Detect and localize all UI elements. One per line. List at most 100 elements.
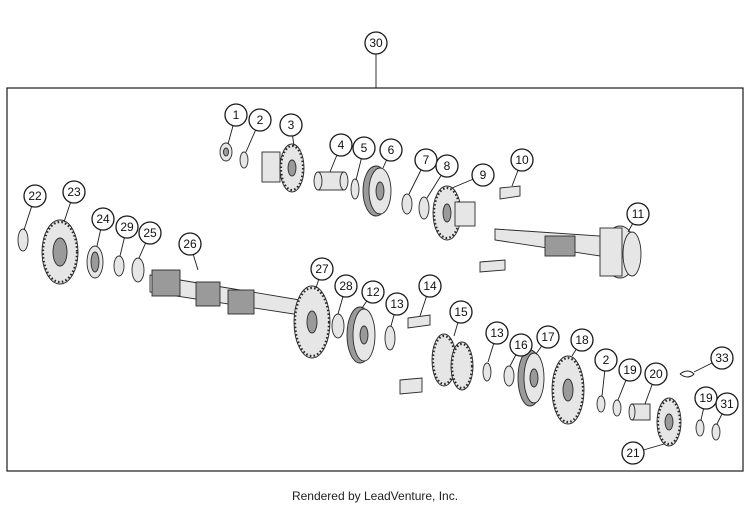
svg-text:29: 29 (120, 220, 134, 234)
callout-22[interactable]: 22 (23, 184, 47, 208)
callout-23[interactable]: 23 (62, 180, 86, 204)
callout-7[interactable]: 7 (414, 148, 438, 172)
part-6-gear (362, 165, 392, 217)
part-12-gear (346, 306, 376, 364)
svg-text:27: 27 (315, 262, 329, 276)
svg-text:4: 4 (338, 138, 345, 152)
svg-text:14: 14 (423, 279, 437, 293)
svg-text:3: 3 (288, 118, 295, 132)
svg-text:11: 11 (632, 207, 645, 221)
callout-18[interactable]: 18 (570, 328, 594, 352)
part-5-washer (350, 178, 360, 200)
part-29-o-ring (113, 255, 125, 277)
part-20-bushing (628, 403, 651, 421)
callout-27[interactable]: 27 (310, 257, 334, 281)
callout-13b[interactable]: 13 (485, 321, 509, 345)
svg-text:5: 5 (361, 141, 368, 155)
part-2-washer (239, 151, 249, 169)
callout-15[interactable]: 15 (449, 300, 473, 324)
callout-9[interactable]: 9 (471, 163, 495, 187)
callout-19[interactable]: 19 (618, 358, 642, 382)
part-21-gear (656, 397, 682, 447)
footer-credit: Rendered by LeadVenture, Inc. (291, 489, 459, 503)
svg-text:12: 12 (366, 285, 380, 299)
svg-text:24: 24 (96, 212, 110, 226)
callout-10[interactable]: 10 (510, 148, 534, 172)
svg-text:6: 6 (388, 143, 395, 157)
part-19-washer (612, 399, 622, 417)
callout-6[interactable]: 6 (379, 138, 403, 162)
part-18-gear (551, 355, 585, 425)
part-4-bushing (313, 171, 349, 191)
callout-21[interactable]: 21 (621, 441, 645, 465)
part-10-needle-bearing (479, 185, 521, 273)
svg-text:21: 21 (626, 446, 640, 460)
part-1-nut (219, 142, 233, 162)
part-13b-washer (482, 362, 492, 382)
callout-14[interactable]: 14 (418, 274, 442, 298)
callout-13[interactable]: 13 (385, 292, 409, 316)
svg-text:13: 13 (390, 297, 404, 311)
part-22-circlip (17, 228, 29, 252)
svg-text:26: 26 (183, 237, 197, 251)
parts-illustration (17, 142, 721, 447)
callout-4[interactable]: 4 (329, 133, 353, 157)
svg-text:19: 19 (699, 391, 713, 405)
callout-29[interactable]: 29 (115, 215, 139, 239)
part-2b-washer (596, 395, 606, 413)
callout-19b[interactable]: 19 (694, 386, 718, 410)
callout-11[interactable]: 11 (626, 202, 650, 226)
svg-text:1: 1 (233, 108, 240, 122)
part-33-clip (679, 370, 695, 378)
part-27-gear (293, 285, 331, 359)
callout-31[interactable]: 31 (715, 392, 739, 416)
part-14-needle-bearing (399, 314, 431, 395)
part-17-gear (517, 349, 545, 407)
part-31-circlip (711, 423, 721, 441)
callout-28[interactable]: 28 (334, 274, 358, 298)
callout-2[interactable]: 2 (248, 108, 272, 132)
callout-1[interactable]: 1 (224, 103, 248, 127)
callout-8[interactable]: 8 (435, 154, 459, 178)
part-8-ring (418, 196, 430, 220)
part-19b-washer (695, 419, 705, 437)
svg-text:31: 31 (720, 397, 734, 411)
svg-text:9: 9 (480, 168, 487, 182)
svg-text:19: 19 (623, 363, 637, 377)
part-24-spacer (86, 245, 104, 279)
part-9-gear (432, 185, 476, 241)
callout-16[interactable]: 16 (509, 333, 533, 357)
callout-bubbles: 1 2 3 4 5 6 7 8 9 10 11 22 23 24 29 25 2… (23, 103, 739, 465)
callout-assembly[interactable]: 30 (364, 31, 388, 55)
part-28-washer (331, 313, 345, 339)
svg-text:20: 20 (649, 367, 663, 381)
svg-text:10: 10 (515, 153, 529, 167)
svg-text:7: 7 (423, 153, 430, 167)
callout-26[interactable]: 26 (178, 232, 202, 256)
svg-text:2: 2 (257, 113, 264, 127)
callout-5[interactable]: 5 (352, 136, 376, 160)
part-23-sprocket (41, 219, 79, 285)
callout-33[interactable]: 33 (710, 346, 734, 370)
svg-text:23: 23 (67, 185, 81, 199)
part-11-shaft (494, 225, 642, 279)
callout-12[interactable]: 12 (361, 280, 385, 304)
callout-17[interactable]: 17 (536, 325, 560, 349)
svg-text:33: 33 (715, 351, 729, 365)
callout-20[interactable]: 20 (644, 362, 668, 386)
callout-24[interactable]: 24 (91, 207, 115, 231)
part-15-gear (431, 333, 474, 391)
part-25-washer (131, 257, 145, 283)
callout-25[interactable]: 25 (138, 221, 162, 245)
callout-2b[interactable]: 2 (594, 348, 618, 372)
svg-text:30: 30 (369, 36, 383, 50)
part-3-gear (261, 143, 305, 193)
svg-text:8: 8 (444, 159, 451, 173)
part-26-main-shaft (149, 269, 301, 316)
svg-text:2: 2 (603, 353, 610, 367)
callout-3[interactable]: 3 (279, 113, 303, 137)
svg-text:17: 17 (541, 330, 555, 344)
svg-text:22: 22 (28, 189, 42, 203)
svg-text:25: 25 (143, 226, 157, 240)
